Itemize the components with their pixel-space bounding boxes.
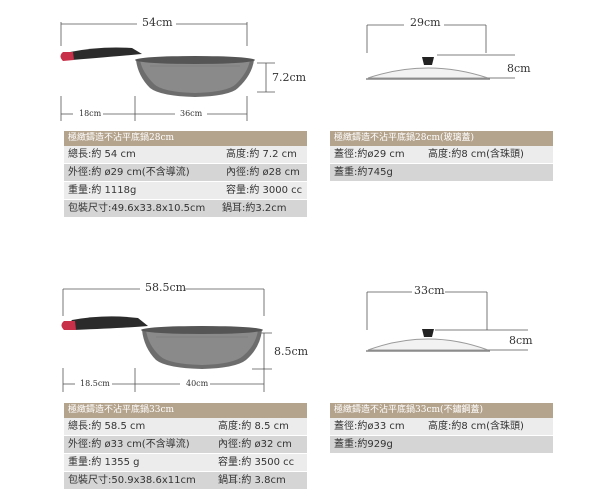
spec-cell: 內徑:約 ø28 cm: [226, 167, 300, 178]
pan-2-spec-table: 極緻鑄造不沾平底鍋33cm 總長:約 58.5 cm 高度:約 8.5 cm 外…: [64, 403, 307, 490]
spec-cell: 蓋徑:約ø29 cm: [334, 149, 405, 160]
spec-cell: 重量:約 1118g: [68, 185, 137, 196]
spec-row: 外徑:約 ø29 cm(不含導流) 內徑:約 ø28 cm: [64, 164, 307, 182]
lid-1-height-label: 8cm: [507, 62, 531, 75]
lid-2-diameter-label: 33cm: [414, 284, 445, 297]
spec-cell: 蓋重:約745g: [334, 167, 393, 178]
spec-row: 總長:約 54 cm 高度:約 7.2 cm: [64, 146, 307, 164]
pan-1-image: [60, 47, 255, 97]
pan-1-length-label: 54cm: [142, 16, 173, 29]
spec-cell: 外徑:約 ø29 cm(不含導流): [68, 167, 190, 178]
lid-2-spec-table: 極緻鑄造不沾平底鍋33cm(不鏽鋼蓋) 蓋徑:約ø33 cm 高度:約8 cm(…: [330, 403, 553, 454]
spec-cell: 包裝尺寸:50.9x38.6x11cm: [68, 475, 196, 486]
pan-2-image: [61, 316, 263, 369]
lid-2-height-label: 8cm: [509, 334, 533, 347]
pan-1-body-label: 36cm: [180, 109, 203, 118]
pan-1-handle-label: 18cm: [79, 109, 102, 118]
spec-row: 包裝尺寸:49.6x33.8x10.5cm 鍋耳:約3.2cm: [64, 200, 307, 218]
pan-2-height-label: 8.5cm: [274, 345, 309, 358]
spec-cell: 蓋徑:約ø33 cm: [334, 421, 405, 432]
lid-2-image: [366, 329, 490, 352]
spec-cell: 包裝尺寸:49.6x33.8x10.5cm: [68, 203, 206, 214]
lid-1-diameter-label: 29cm: [410, 16, 441, 29]
spec-cell: 容量:約 3500 cc: [218, 457, 295, 468]
spec-cell: 高度:約8 cm(含珠頭): [428, 149, 524, 160]
pan-1-spec-table: 極緻鑄造不沾平底鍋28cm 總長:約 54 cm 高度:約 7.2 cm 外徑:…: [64, 131, 307, 218]
pan-1-dimension-lines: [60, 22, 275, 121]
spec-cell: 總長:約 54 cm: [68, 149, 136, 160]
spec-table-title: 極緻鑄造不沾平底鍋28cm(玻璃蓋): [330, 131, 553, 146]
spec-table-title: 極緻鑄造不沾平底鍋33cm(不鏽鋼蓋): [330, 403, 553, 418]
lid-1-dimension-lines: [366, 24, 515, 79]
spec-row: 包裝尺寸:50.9x38.6x11cm 鍋耳:約 3.8cm: [64, 472, 307, 490]
spec-row: 蓋徑:約ø29 cm 高度:約8 cm(含珠頭): [330, 146, 553, 164]
spec-row: 蓋重:約929g: [330, 436, 553, 454]
spec-row: 蓋徑:約ø33 cm 高度:約8 cm(含珠頭): [330, 418, 553, 436]
lid-1-image: [366, 57, 490, 80]
pan-2-length-label: 58.5cm: [145, 281, 187, 294]
spec-cell: 內徑:約 ø32 cm: [218, 439, 292, 450]
spec-cell: 總長:約 58.5 cm: [68, 421, 146, 432]
spec-cell: 高度:約 7.2 cm: [226, 149, 297, 160]
spec-table-title: 極緻鑄造不沾平底鍋28cm: [64, 131, 307, 146]
spec-row: 總長:約 58.5 cm 高度:約 8.5 cm: [64, 418, 307, 436]
pan-1-height-label: 7.2cm: [272, 71, 307, 84]
lid-1-spec-table: 極緻鑄造不沾平底鍋28cm(玻璃蓋) 蓋徑:約ø29 cm 高度:約8 cm(含…: [330, 131, 553, 182]
spec-table-title: 極緻鑄造不沾平底鍋33cm: [64, 403, 307, 418]
lid-2-dimension-lines: [366, 291, 528, 351]
spec-cell: 鍋耳:約 3.8cm: [218, 475, 286, 486]
spec-cell: 鍋耳:約3.2cm: [222, 203, 287, 214]
spec-cell: 容量:約 3000 cc: [226, 185, 303, 196]
spec-row: 重量:約 1118g 容量:約 3000 cc: [64, 182, 307, 200]
spec-row: 蓋重:約745g: [330, 164, 553, 182]
pan-2-dimension-lines: [62, 288, 272, 392]
spec-cell: 高度:約 8.5 cm: [218, 421, 289, 432]
pan-2-body-label: 40cm: [186, 379, 209, 388]
spec-row: 重量:約 1355 g 容量:約 3500 cc: [64, 454, 307, 472]
pan-2-handle-label: 18.5cm: [80, 379, 110, 388]
spec-cell: 高度:約8 cm(含珠頭): [428, 421, 524, 432]
spec-cell: 外徑:約 ø33 cm(不含導流): [68, 439, 190, 450]
spec-row: 外徑:約 ø33 cm(不含導流) 內徑:約 ø32 cm: [64, 436, 307, 454]
spec-cell: 重量:約 1355 g: [68, 457, 140, 468]
spec-cell: 蓋重:約929g: [334, 439, 393, 450]
